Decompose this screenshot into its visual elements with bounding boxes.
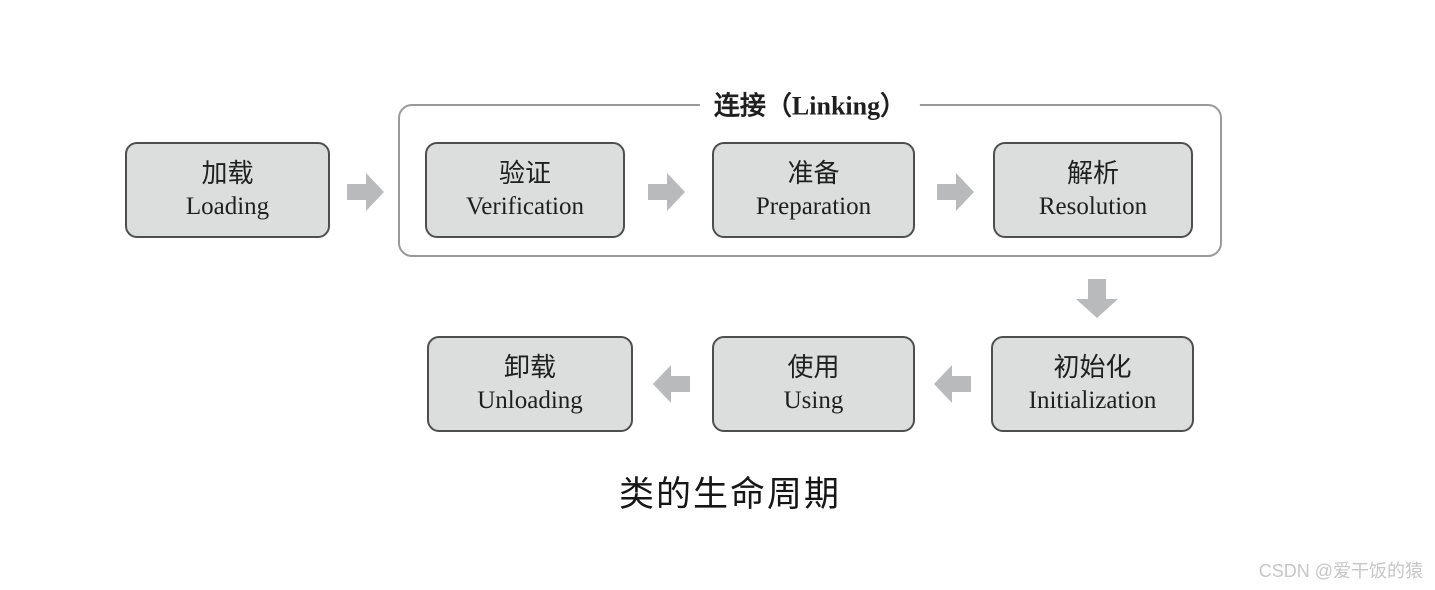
stage-box-using: 使用 Using bbox=[712, 336, 915, 432]
stage-box-loading: 加载 Loading bbox=[125, 142, 330, 238]
arrow-left-icon bbox=[652, 364, 690, 404]
stage-label-en: Preparation bbox=[755, 192, 872, 220]
stage-label-zh: 使用 bbox=[787, 353, 840, 383]
stage-label-en: Unloading bbox=[477, 386, 583, 414]
linking-group-label: 连接（Linking） bbox=[699, 85, 921, 123]
stage-box-initialization: 初始化 Initialization bbox=[991, 336, 1194, 432]
stage-label-zh: 解析 bbox=[1066, 159, 1119, 189]
stage-label-en: Verification bbox=[465, 192, 584, 220]
arrow-right-icon bbox=[347, 172, 385, 212]
stage-box-resolution: 解析 Resolution bbox=[993, 142, 1193, 238]
arrow-right-icon bbox=[937, 172, 975, 212]
stage-label-en: Initialization bbox=[1028, 386, 1157, 414]
stage-box-preparation: 准备 Preparation bbox=[712, 142, 915, 238]
stage-label-en: Loading bbox=[185, 192, 270, 220]
csdn-watermark: CSDN @爱干饭的猿 bbox=[1258, 561, 1423, 581]
arrow-right-icon bbox=[648, 172, 686, 212]
linking-group-box: 连接（Linking） bbox=[398, 85, 1222, 257]
stage-box-verification: 验证 Verification bbox=[425, 142, 625, 238]
stage-label-zh: 准备 bbox=[787, 159, 840, 189]
stage-box-unloading: 卸载 Unloading bbox=[427, 336, 633, 432]
stage-label-zh: 验证 bbox=[498, 159, 551, 189]
stage-label-en: Resolution bbox=[1038, 192, 1148, 220]
stage-label-zh: 初始化 bbox=[1053, 353, 1132, 383]
arrow-down-icon bbox=[1075, 279, 1119, 319]
arrow-left-icon bbox=[933, 364, 971, 404]
stage-label-zh: 卸载 bbox=[503, 353, 556, 383]
stage-label-zh: 加载 bbox=[201, 159, 254, 189]
stage-label-en: Using bbox=[783, 386, 844, 414]
diagram-caption: 类的生命周期 bbox=[618, 475, 841, 514]
